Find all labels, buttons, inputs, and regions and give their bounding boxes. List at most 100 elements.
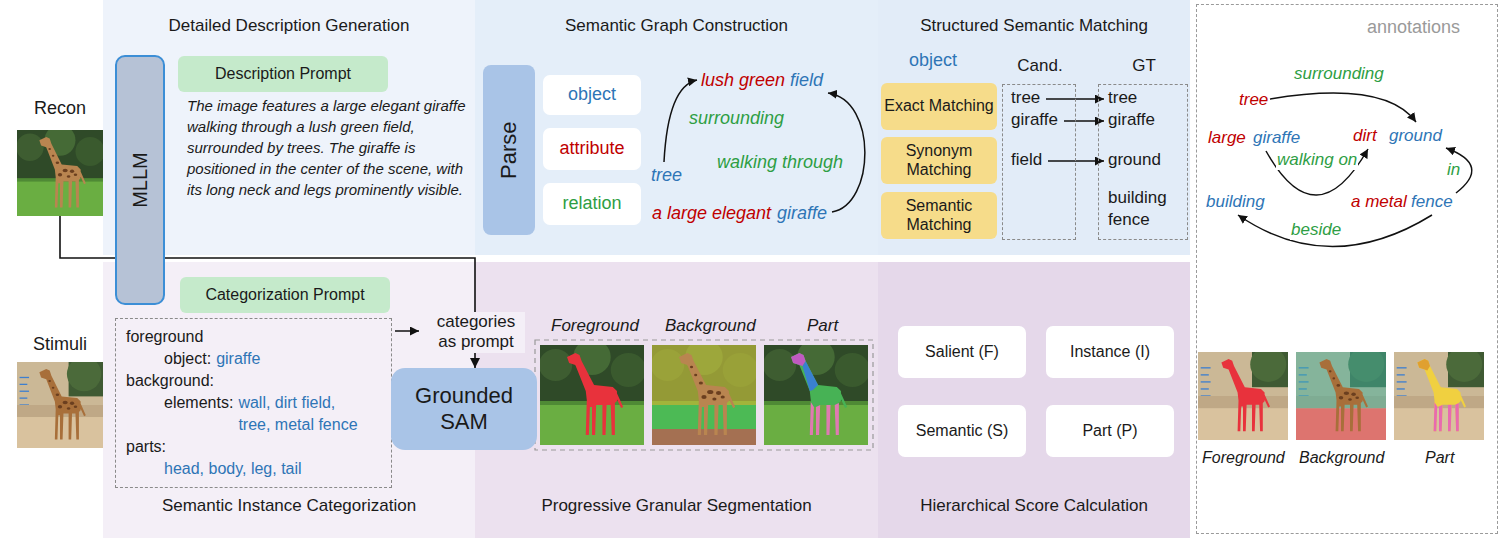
list-item: building [1108, 188, 1167, 208]
box-label: Salient (F) [925, 342, 999, 361]
box-label: MLLM [128, 152, 152, 208]
annotation-arc [1446, 148, 1472, 193]
list-item: field [1011, 150, 1042, 170]
recon-image [17, 130, 103, 216]
graph-label: tree [1238, 90, 1269, 110]
prompt-box: Categorization Prompt [180, 277, 390, 313]
score-box: Salient (F) [898, 326, 1026, 378]
graph-label: a metal [1350, 192, 1408, 212]
background-mask [652, 345, 756, 445]
list-box: Cand.treegiraffefield [1002, 84, 1076, 240]
graph-label: surrounding [688, 108, 785, 130]
list-heading: GT [1099, 56, 1189, 76]
graph-label: Foreground [1201, 448, 1286, 467]
model-box: MLLM [115, 55, 165, 305]
box-label: Description Prompt [215, 64, 351, 83]
score-box: Semantic (S) [898, 405, 1026, 457]
category-text: elements: [164, 394, 233, 411]
annotation-arc [1238, 215, 1432, 247]
box-label: relation [562, 193, 621, 215]
graph-label: Foreground [550, 316, 640, 336]
box-label: Categorization Prompt [205, 285, 364, 304]
graph-label: giraffe [776, 203, 828, 225]
annotation-background [1296, 352, 1386, 440]
image-frame: Stimuli [14, 334, 106, 450]
graph-label: field [789, 70, 824, 92]
panel-ground [878, 262, 1190, 538]
graph-label: object [908, 50, 958, 72]
model-box: Grounded SAM [391, 368, 537, 450]
graph-label: tree [650, 165, 683, 187]
panel-heading: Semantic Instance Categorization [103, 496, 475, 516]
graph-label: fence [1410, 192, 1454, 212]
panel-heading: Detailed Description Generation [103, 16, 475, 36]
part-mask [764, 345, 868, 445]
list-heading: Cand. [1003, 56, 1077, 76]
score-box: Instance (I) [1046, 326, 1174, 378]
category-text: head, body, leg, tail [164, 460, 302, 477]
category-line: object: giraffe [116, 348, 391, 370]
type-box: relation [543, 183, 641, 225]
list-item: fence [1108, 210, 1150, 230]
type-box: object [543, 75, 641, 115]
graph-label: in [1446, 160, 1461, 180]
category-line: parts: [116, 436, 391, 458]
process-box: Parse [483, 65, 535, 235]
list-item: tree [1011, 88, 1040, 108]
annotation-foreground [1198, 352, 1288, 440]
graph-label: Part [1424, 448, 1455, 467]
graph-label: walking on [1276, 150, 1358, 170]
annotation-arc [1266, 149, 1368, 195]
panel-ground [878, 0, 1190, 255]
image-frame: Recon [14, 98, 106, 216]
category-text: wall, dirt field, tree, metal fence [238, 392, 362, 436]
box-label: Semantic Matching [881, 196, 997, 234]
score-box: Part (P) [1046, 405, 1174, 457]
prompt-box: Description Prompt [178, 56, 388, 92]
graph-label: large [1207, 128, 1247, 148]
panel-ground [475, 0, 878, 255]
panel-band: Structured Semantic MatchingExact Matchi… [878, 0, 1190, 255]
category-line: background: [116, 370, 391, 392]
graph-label: beside [1290, 220, 1342, 240]
category-text: giraffe [216, 350, 260, 367]
image-heading: Stimuli [14, 334, 106, 356]
foreground-mask [540, 345, 644, 445]
box-label: Synonym Matching [881, 141, 997, 179]
stimuli-image [17, 362, 103, 448]
category-line: foreground [116, 326, 391, 348]
description-text: The image features a large elegant giraf… [187, 95, 471, 200]
list-item: tree [1108, 88, 1137, 108]
method-box: Exact Matching [881, 83, 997, 130]
panel-band: Progressive Granular Segmentation [475, 262, 878, 538]
method-box: Synonym Matching [881, 137, 997, 184]
graph-label: giraffe [1252, 128, 1301, 148]
graph-label: Part [806, 316, 839, 336]
graph-label: a large elegant [651, 203, 772, 225]
list-item: giraffe [1108, 110, 1155, 130]
type-box: attribute [543, 128, 641, 170]
list-item: giraffe [1011, 110, 1058, 130]
panel-heading: Hierarchical Score Calculation [878, 496, 1190, 516]
category-box: foreground object: giraffe background: eleme… [115, 318, 392, 488]
panel-band: Hierarchical Score Calculation Salient (F… [878, 262, 1190, 538]
box-label: Part (P) [1082, 421, 1137, 440]
box-label: Grounded SAM [391, 383, 537, 436]
graph-label: surrounding [1293, 64, 1385, 84]
list-item: ground [1108, 150, 1161, 170]
annotation-part [1394, 352, 1484, 440]
list-box: GTtreegiraffegroundbuildingfence [1098, 84, 1188, 240]
graph-label: lush green [700, 70, 786, 92]
graph-label: Background [664, 316, 757, 336]
category-text: parts: [126, 438, 166, 455]
box-label: Parse [496, 121, 522, 178]
box-label: Semantic (S) [916, 421, 1008, 440]
graph-label: walking through [716, 152, 844, 174]
category-text: object: [164, 350, 211, 367]
graph-label: Background [1298, 448, 1385, 467]
match-arrow [1048, 160, 1104, 162]
panel-heading: Structured Semantic Matching [878, 16, 1190, 36]
category-line: head, body, leg, tail [116, 458, 391, 480]
category-text: foreground [126, 328, 203, 345]
prompt-arrow [395, 330, 419, 332]
